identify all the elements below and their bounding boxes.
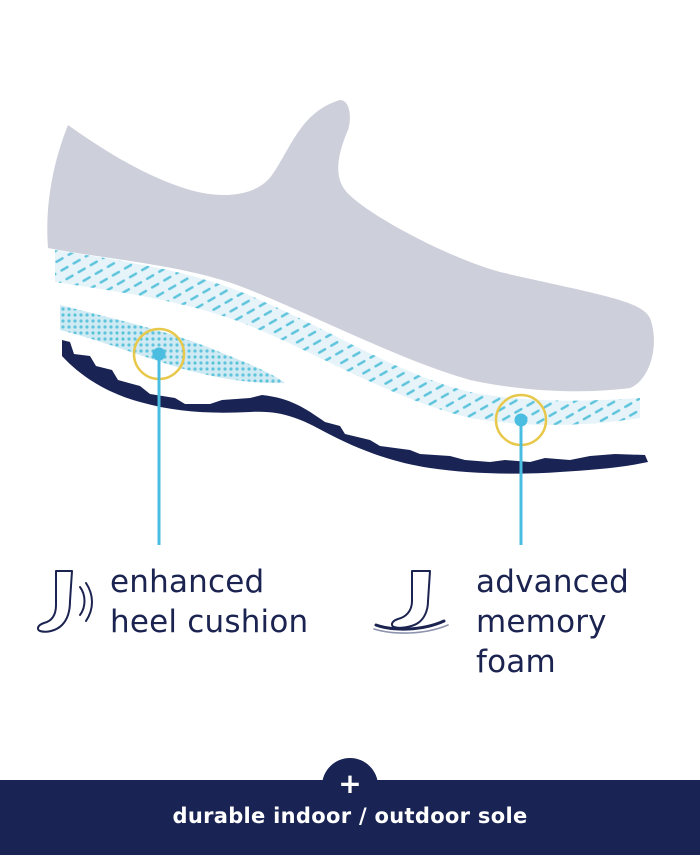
plus-badge: + — [322, 758, 378, 814]
heel-cushion-insert — [60, 305, 285, 384]
outsole — [62, 340, 648, 474]
memory-foam-layer — [55, 250, 640, 425]
heel-pointer-dot — [152, 347, 166, 361]
foam-pointer-dot — [514, 413, 528, 427]
footer-text: durable indoor / outdoor sole — [172, 804, 528, 828]
feature-foam-line-1: advanced — [476, 564, 630, 600]
feature-foam-line-3: foam — [476, 644, 556, 680]
shoe-upper — [47, 100, 654, 392]
feature-heel-line-1: enhanced — [110, 564, 265, 600]
feature-foam-line-2: memory — [476, 604, 607, 640]
memory-foam-foot-icon — [373, 570, 449, 634]
plus-icon: + — [338, 767, 362, 800]
feature-memory-foam: advanced memory foam — [476, 562, 629, 682]
feature-heel-line-2: heel cushion — [110, 604, 309, 640]
shoe-cross-section-illustration — [47, 100, 654, 545]
feature-heel-cushion: enhanced heel cushion — [110, 562, 308, 642]
heel-cushion-foot-icon — [36, 570, 93, 633]
